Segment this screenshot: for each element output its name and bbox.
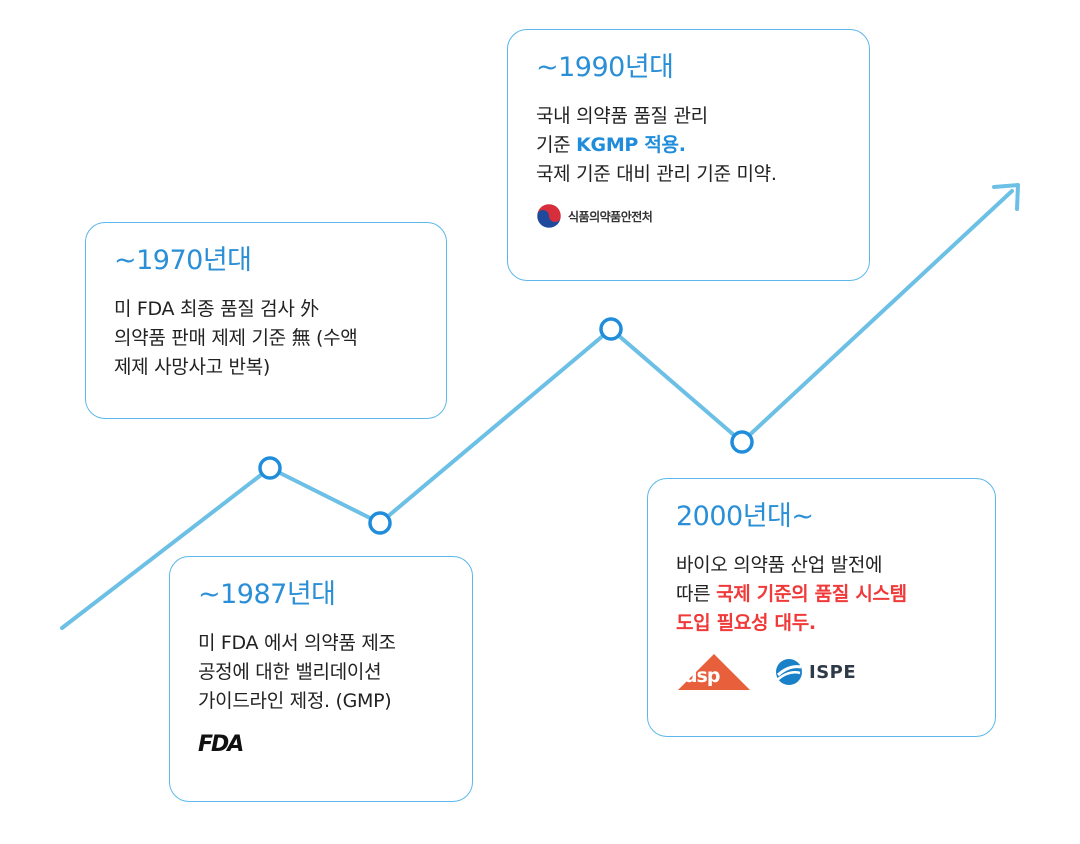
card-2000s-title: 2000년대~ xyxy=(676,501,814,532)
arrow-head-icon xyxy=(992,183,1020,211)
timeline-node-1987 xyxy=(368,511,392,535)
card-2000s-line-1: 바이오 의약품 산업 발전에 xyxy=(676,554,883,577)
usp-mark-icon xyxy=(678,654,750,691)
card-1990s-line-1: 국내 의약품 품질 관리 xyxy=(536,105,708,128)
card-1987s: ~1987년대 미 FDA 에서 의약품 제조 공정에 대한 밸리데이션 가이드… xyxy=(169,556,473,802)
ispe-globe-icon xyxy=(776,659,802,686)
card-1987s-line-2: 공정에 대한 밸리데이션 xyxy=(198,661,382,684)
usp-logo: usp xyxy=(676,652,752,692)
card-1970s-line-1: 미 FDA 최종 품질 검사 外 xyxy=(114,298,319,321)
card-1987s-line-1: 미 FDA 에서 의약품 제조 xyxy=(198,632,396,655)
timeline-node-1990 xyxy=(599,317,623,341)
card-1987s-title: ~1987년대 xyxy=(198,579,336,610)
intl-standard-highlight: 국제 기준의 품질 시스템 xyxy=(716,583,907,606)
mfds-logo: 식품의약품안전처 xyxy=(536,203,653,229)
card-1990s-title: ~1990년대 xyxy=(536,52,674,83)
card-1990s: ~1990년대 국내 의약품 품질 관리 기준 KGMP 적용. 국제 기준 대… xyxy=(507,29,870,281)
ispe-logo-text: ISPE xyxy=(809,661,857,683)
card-1990s-line-2: 기준 KGMP 적용. xyxy=(536,131,841,160)
card-2000s-line-2: 따른 국제 기준의 품질 시스템 xyxy=(676,580,967,609)
taegeuk-icon xyxy=(536,204,562,229)
kgmp-highlight: KGMP 적용. xyxy=(576,134,686,157)
card-1990s-line-3: 국제 기준 대비 관리 기준 미약. xyxy=(536,163,777,186)
timeline-trend-line xyxy=(60,189,1014,630)
card-1970s: ~1970년대 미 FDA 최종 품질 검사 外 의약품 판매 제제 기준 無 … xyxy=(85,222,447,419)
fda-logo: FDA xyxy=(198,732,244,758)
usp-logo-text: usp xyxy=(684,665,720,688)
mfds-logo-text: 식품의약품안전처 xyxy=(568,209,653,224)
timeline-node-1970 xyxy=(258,456,282,480)
card-2000s-line-3: 도입 필요성 대두. xyxy=(676,609,967,638)
card-2000s-line-2-prefix: 따른 xyxy=(676,583,717,606)
card-1970s-line-3: 제제 사망사고 반복) xyxy=(114,356,271,379)
card-1970s-title: ~1970년대 xyxy=(114,245,252,276)
card-2000s: 2000년대~ 바이오 의약품 산업 발전에 따른 국제 기준의 품질 시스템 … xyxy=(647,478,996,737)
timeline-node-2000 xyxy=(730,430,754,454)
card-1987s-line-3: 가이드라인 제정. (GMP) xyxy=(198,690,392,713)
necessity-highlight: 도입 필요성 대두. xyxy=(676,612,816,635)
ispe-logo: ISPE xyxy=(774,657,856,687)
card-1990s-line-2-prefix: 기준 xyxy=(536,134,577,157)
card-1970s-line-2: 의약품 판매 제제 기준 無 (수액 xyxy=(114,327,358,350)
